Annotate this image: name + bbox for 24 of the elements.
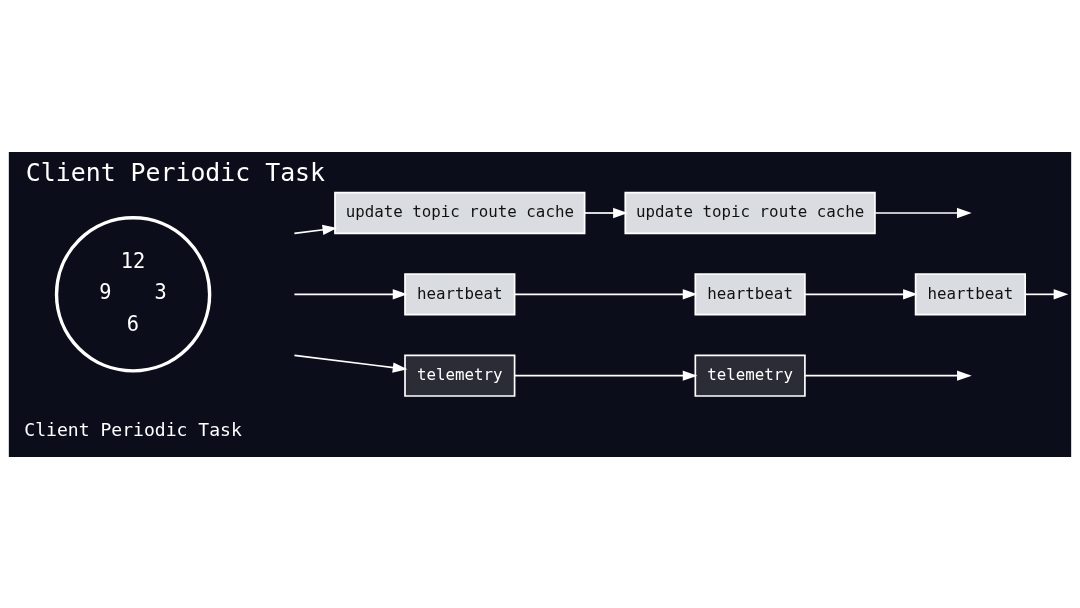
arrow: [583, 207, 628, 218]
node-box: heartbeat: [404, 272, 516, 315]
node-box: update topic route cache: [334, 191, 586, 234]
arrow: [874, 207, 972, 218]
arrow: [513, 370, 698, 381]
arrow: [293, 288, 408, 299]
arrow: [1024, 288, 1069, 299]
node-box: update topic route cache: [624, 191, 876, 234]
arrow: [513, 288, 698, 299]
diagram-title: Client Periodic Task: [25, 157, 326, 187]
arrow: [293, 224, 338, 235]
arrow: [804, 370, 972, 381]
arrow: [804, 288, 918, 299]
arrow: [293, 354, 408, 373]
node-box: telemetry: [404, 354, 516, 397]
label: 3: [154, 279, 167, 304]
node-box: telemetry: [694, 354, 806, 397]
node-label: Client Periodic Task: [24, 418, 242, 440]
label: 9: [99, 279, 112, 304]
node-box: heartbeat: [914, 272, 1027, 315]
label: 6: [126, 311, 140, 336]
node-box: heartbeat: [694, 272, 806, 315]
label: 12: [120, 248, 146, 273]
node-circle: [54, 215, 212, 373]
